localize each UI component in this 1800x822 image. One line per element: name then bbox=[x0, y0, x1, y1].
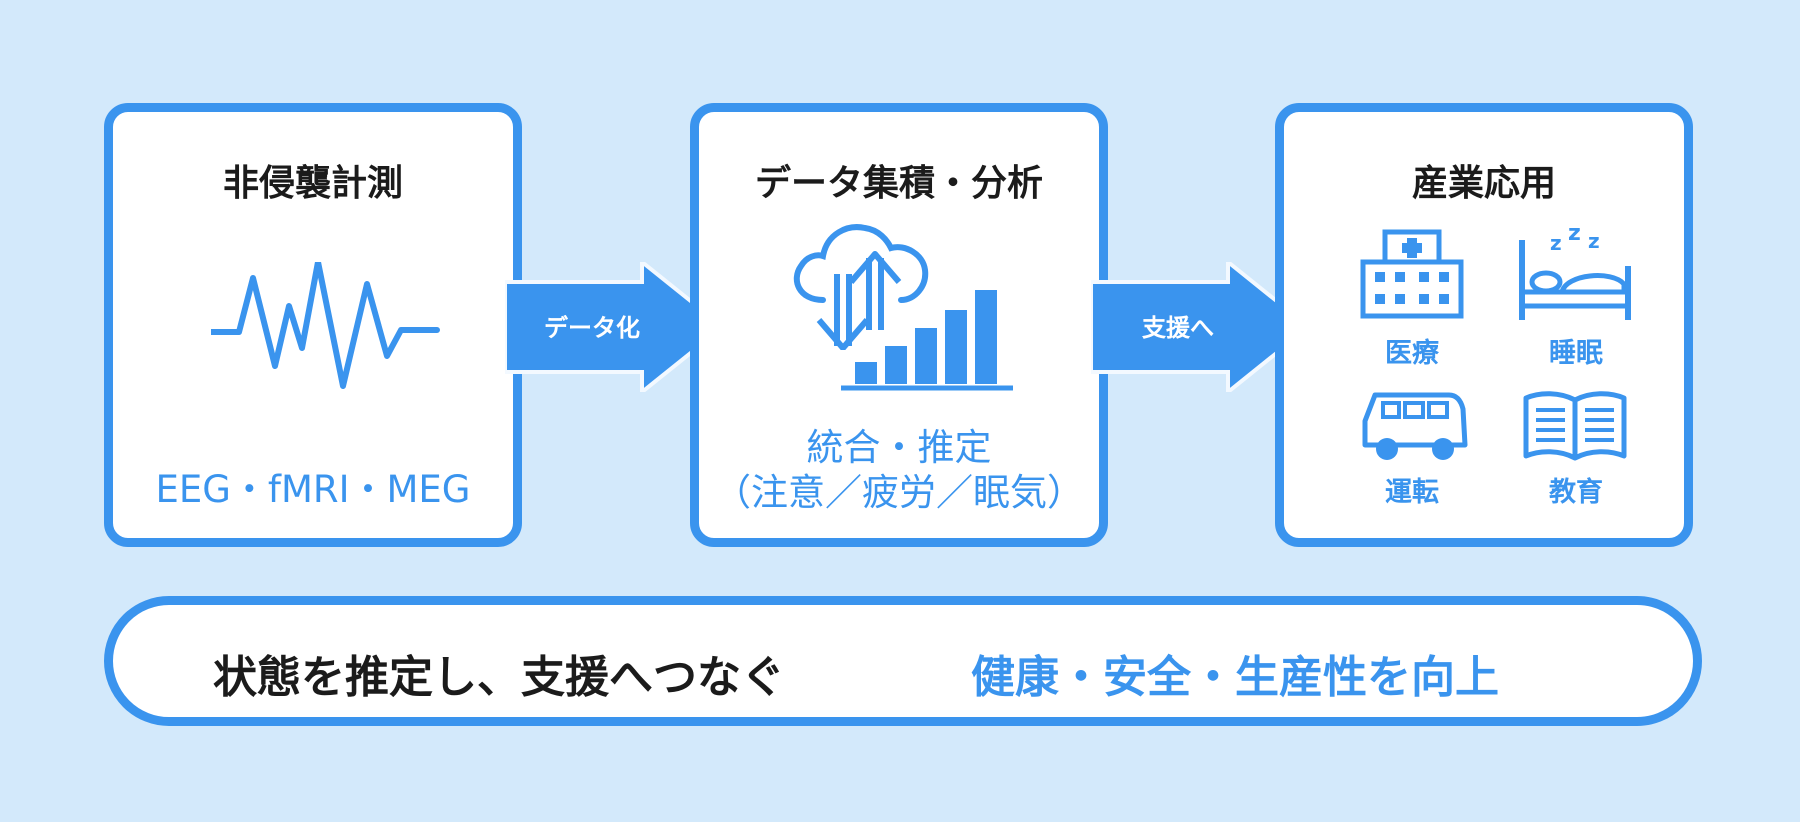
arrow-right-icon bbox=[1089, 257, 1313, 397]
industry-panel: 産業応用 医療 z z z 睡眠 運転 bbox=[1275, 103, 1693, 547]
hospital-icon bbox=[1360, 229, 1464, 319]
industry-item-medical: 医療 bbox=[1385, 338, 1439, 369]
analysis-caption-line2: （注意／疲労／眠気） bbox=[714, 471, 1084, 514]
summary-left-text: 状態を推定し、支援へつなぐ bbox=[213, 652, 785, 703]
arrow-label: 支援へ bbox=[1142, 314, 1214, 342]
car-icon bbox=[1362, 392, 1468, 460]
svg-text:z: z bbox=[1588, 229, 1600, 253]
book-icon bbox=[1523, 391, 1627, 461]
analysis-panel: データ集積・分析 統合・推定 （注意／疲労／眠気） bbox=[690, 103, 1108, 547]
analysis-caption-line1: 統合・推定 bbox=[806, 426, 992, 469]
support-arrow: 支援へ bbox=[1089, 257, 1313, 397]
bed-icon: z z z bbox=[1519, 221, 1631, 320]
measurement-methods: EEG・fMRI・MEG bbox=[155, 468, 471, 511]
svg-text:z: z bbox=[1550, 231, 1562, 255]
cloud-sync-icon bbox=[793, 224, 929, 350]
industry-item-driving: 運転 bbox=[1385, 477, 1439, 508]
measurement-panel: 非侵襲計測 EEG・fMRI・MEG bbox=[104, 103, 522, 547]
summary-bar: 状態を推定し、支援へつなぐ 健康・安全・生産性を向上 bbox=[104, 596, 1702, 726]
svg-text:z: z bbox=[1568, 221, 1581, 246]
panel-title: 産業応用 bbox=[1411, 163, 1556, 204]
waveform-icon bbox=[211, 262, 440, 389]
summary-right-text: 健康・安全・生産性を向上 bbox=[971, 652, 1499, 703]
panel-title: データ集積・分析 bbox=[754, 163, 1043, 204]
arrow-label: データ化 bbox=[544, 314, 640, 342]
data-arrow: データ化 bbox=[503, 257, 727, 397]
arrow-right-icon bbox=[503, 257, 727, 397]
bar-chart-icon bbox=[841, 290, 1013, 391]
industry-item-education: 教育 bbox=[1549, 477, 1603, 508]
panel-title: 非侵襲計測 bbox=[222, 163, 403, 204]
industry-item-sleep: 睡眠 bbox=[1549, 338, 1603, 369]
